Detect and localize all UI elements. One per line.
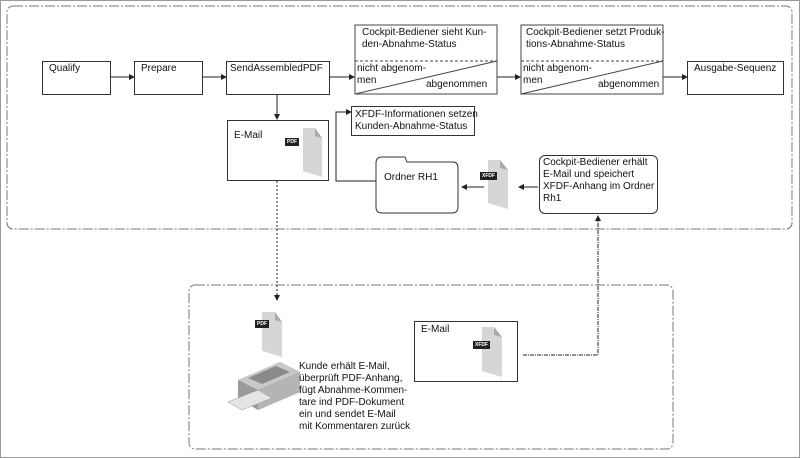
step-send-label: SendAssembledPDF [230,63,323,74]
decision2-shape [520,24,664,95]
decision1-shape [354,24,498,95]
xfdf-document-icon [488,160,508,209]
operator-receives-label: Cockpit-Bediener erhält E-Mail und speic… [543,157,655,204]
printer-icon [227,362,300,411]
server-region [6,5,793,230]
xfdf-tag-customer: XFDF [473,341,491,349]
folder-label: Ordner RH1 [384,172,438,183]
pdf-document-icon-email [303,128,322,177]
email-box-label: E-Mail [234,130,263,141]
customer-action-text: Kunde erhält E-Mail, überprüft PDF-Anhan… [299,361,411,432]
xfdf-info-box[interactable]: XFDF-Informationen setzen Kunden-Abnahme… [351,106,478,136]
customer-region [188,284,674,450]
step-qualify[interactable]: Qualify [42,61,111,95]
decision2-yes-label: abgenommen [598,79,660,90]
customer-email-label: E-Mail [421,324,450,335]
folder-icon [375,156,459,214]
step-qualify-label: Qualify [49,63,81,74]
xfdf-tag: XFDF [480,172,498,180]
decision2-no-label: nicht abgenom- men [523,63,592,86]
step-output-label: Ausgabe-Sequenz [694,63,777,74]
step-prepare-label: Prepare [141,63,177,74]
xfdf-document-icon-customer [482,327,502,377]
decision2-title: Cockpit-Bediener setzt Produk- tions-Abn… [526,27,665,50]
pdf-tag-customer: PDF [255,320,269,328]
pdf-tag: PDF [285,138,299,146]
decision1-yes-label: abgenommen [426,79,488,90]
customer-email-box[interactable]: E-Mail [414,321,518,382]
step-output-sequence[interactable]: Ausgabe-Sequenz [687,61,784,95]
step-send-assembled-pdf[interactable]: SendAssembledPDF [226,61,330,95]
decision1-title: Cockpit-Bediener sieht Kun- den-Abnahme-… [362,27,487,50]
arrow-customer-operator [523,215,601,356]
step-prepare[interactable]: Prepare [134,61,203,95]
arrow-folder-xfdfinfo [335,109,377,182]
decision1-no-label: nicht abgenom- men [357,63,426,86]
xfdf-info-label: XFDF-Informationen setzen Kunden-Abnahme… [355,109,478,132]
email-box[interactable]: E-Mail [227,120,329,181]
operator-receives-box[interactable]: Cockpit-Bediener erhält E-Mail und speic… [539,155,658,214]
pdf-document-icon-customer [262,312,282,357]
